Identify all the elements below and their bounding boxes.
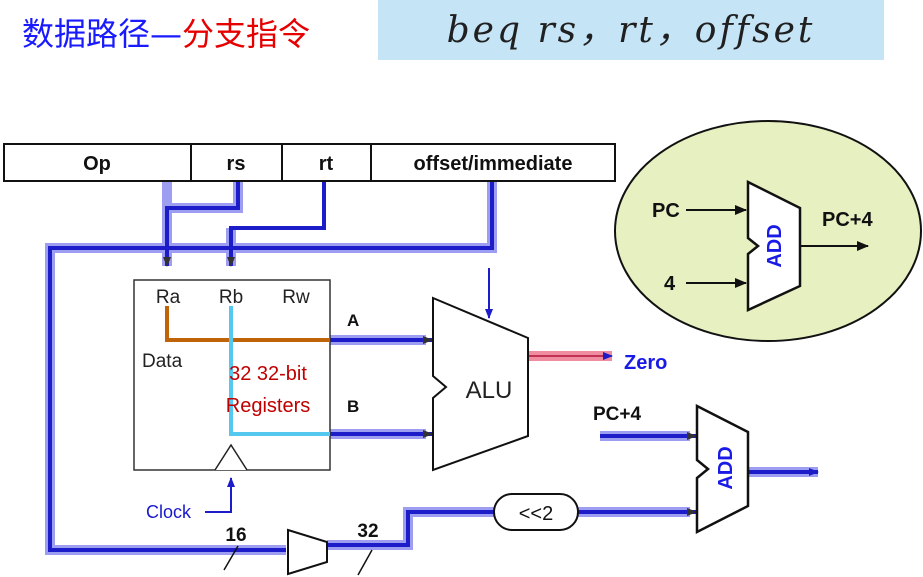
register-name-line1: 32 32-bit <box>229 363 307 385</box>
pc-adder-group: ADD PC 4 PC+4 <box>614 120 922 342</box>
alu-label: ALU <box>466 377 513 404</box>
rs-read-path <box>165 306 330 342</box>
four-input-label: 4 <box>664 273 676 295</box>
register-file: Ra Rb Rw Data 32 32-bit Registers Clock <box>133 279 331 522</box>
rt-bus <box>227 182 326 267</box>
clock-triangle <box>214 443 248 471</box>
alu-input-a-label: A <box>347 311 359 330</box>
sign-extended-bus <box>327 510 494 547</box>
branch-pc-plus-4-label: PC+4 <box>593 404 641 425</box>
data-label: Data <box>142 351 183 372</box>
field-rs: rs <box>227 153 246 175</box>
offset-bus <box>48 182 494 552</box>
bus-wires <box>45 182 819 555</box>
port-rb: Rb <box>219 287 243 308</box>
instruction-format: Op rs rt offset/immediate <box>3 143 616 182</box>
extender-out-width: 32 <box>357 521 378 542</box>
branch-adder-label: ADD <box>715 446 737 489</box>
register-name-line2: Registers <box>226 395 310 417</box>
clock-label: Clock <box>146 502 192 522</box>
shifter-label: <<2 <box>519 503 553 525</box>
field-offset: offset/immediate <box>414 153 573 175</box>
extender-in-width: 16 <box>225 525 246 546</box>
rt-read-path <box>229 306 330 436</box>
branch-adder: PC+4 ADD <box>593 403 750 535</box>
port-ra: Ra <box>156 287 181 308</box>
instruction-formula: beq rs，rt，offset <box>378 0 884 60</box>
field-op: Op <box>83 153 111 175</box>
pc-plus-4-output-label: PC+4 <box>822 209 873 231</box>
zero-output-label: Zero <box>624 352 667 374</box>
alu: ALU A B Zero <box>347 296 667 472</box>
port-rw: Rw <box>282 287 310 308</box>
sign-extender: 16 32 <box>223 521 379 576</box>
pc-adder-label: ADD <box>764 224 786 267</box>
alu-input-b-label: B <box>347 397 359 416</box>
clock-wire <box>205 477 235 513</box>
pc-adder-shape <box>746 179 802 312</box>
page-title: 数据路径—分支指令 <box>22 15 311 53</box>
rs-bus <box>163 182 240 267</box>
shift-left-2: <<2 <box>493 493 579 531</box>
pc-input-label: PC <box>652 200 680 222</box>
field-rt: rt <box>319 153 334 175</box>
